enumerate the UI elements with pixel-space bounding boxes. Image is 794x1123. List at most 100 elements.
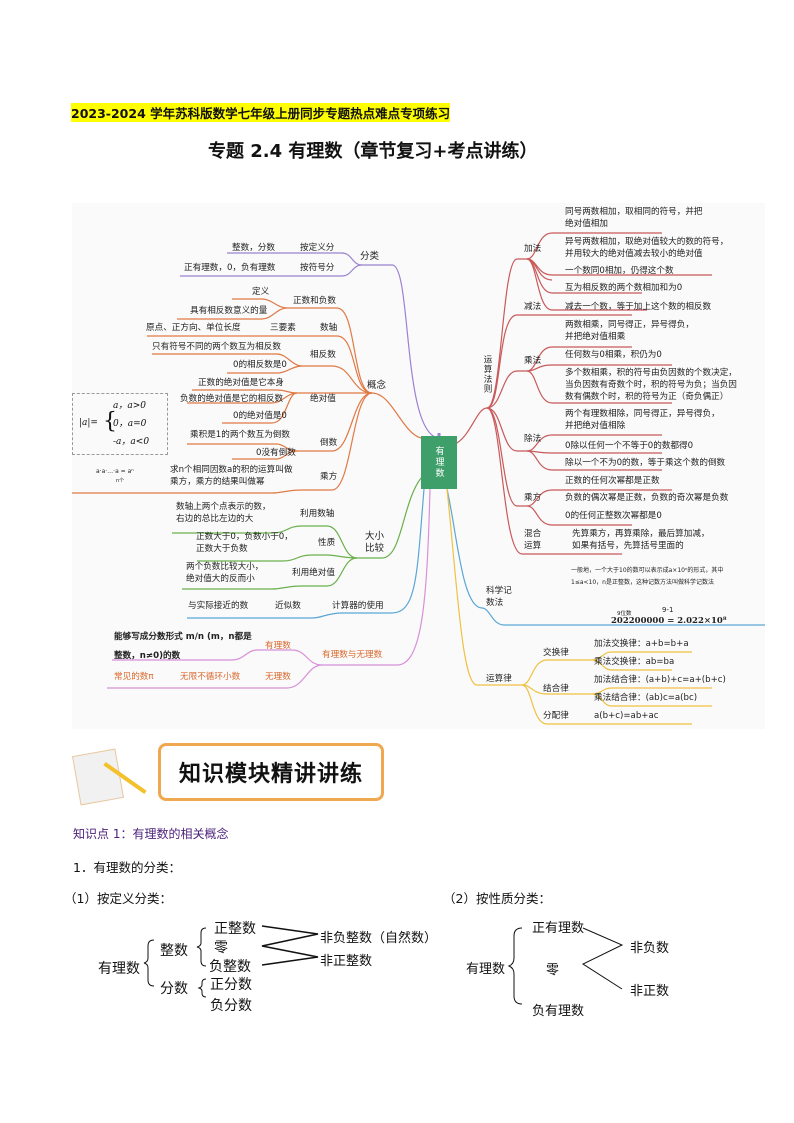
node-reciprocal: 倒数	[320, 438, 338, 448]
node-power-rules: 乘方	[524, 493, 542, 503]
leaf: 数轴上两个点表示的数，	[176, 502, 271, 512]
branch-concept	[72, 298, 422, 494]
def-positive-integer: 正整数	[214, 921, 256, 937]
node-rational: 有理数	[265, 641, 291, 651]
node-concept: 概念	[367, 380, 387, 391]
def-integer: 整数	[160, 943, 188, 959]
node-approx: 近似数	[275, 601, 301, 611]
branch-compare	[172, 477, 422, 590]
node-calculator: 计算器的使用	[332, 601, 384, 611]
branch-calculator	[187, 488, 425, 619]
leaf: 并把绝对值相乘	[565, 332, 626, 342]
node-scientific-notation-2: 数法	[486, 598, 504, 608]
leaf: 加法结合律：(a+b)+c=a+(b+c)	[594, 675, 726, 685]
prop-positive: 正有理数	[532, 921, 585, 936]
node-addition: 加法	[524, 244, 542, 254]
leaf: 正数大于0，负数小于0，	[196, 532, 293, 542]
leaf: 定义	[252, 287, 270, 297]
node-mixed: 混合	[524, 529, 542, 539]
def-nonnegative-integer: 非负整数（自然数）	[320, 931, 438, 946]
branch-operation-rules	[456, 232, 712, 555]
scientific-example: 202200000 = 2.022×10⁸	[611, 616, 727, 626]
leaf: 正数大于负数	[196, 544, 248, 554]
exponent-note: 9-1	[662, 606, 674, 614]
formula: a，a>0	[113, 401, 146, 411]
leaf: 先算乘方，再算乘除，最后算加减，	[572, 529, 710, 539]
node-pos-neg: 正数和负数	[293, 296, 336, 306]
leaf: 乘法交换律：ab=ba	[594, 657, 675, 667]
leaf: 求n个相同因数a的积的运算叫做	[170, 465, 293, 475]
leaf: 0的任何正整数次幂都是0	[565, 511, 662, 521]
property-classification-title: （2）按性质分类：	[443, 891, 551, 906]
leaf: 能够写成分数形式 m/n (m，n都是	[114, 632, 252, 642]
leaf: 具有相反数意义的量	[190, 306, 268, 316]
leaf: 整数，分数	[232, 243, 275, 253]
leaf: 如果有括号，先算括号里面的	[572, 541, 684, 551]
leaf: 除以一个不为0的数，等于乘这个数的倒数	[565, 458, 726, 468]
def-nonpositive-integer: 非正整数	[320, 954, 373, 969]
leaf: 绝对值相加	[565, 219, 608, 229]
power-formula-sub: n个	[116, 478, 125, 484]
node-absolute-value: 绝对值	[310, 394, 336, 404]
prop-nonnegative: 非负数	[630, 941, 670, 956]
prop-nonpositive: 非正数	[630, 984, 670, 999]
node-compare-2: 比较	[365, 543, 385, 554]
leaf: 正有理数，0，负有理数	[184, 263, 276, 273]
leaf: 无限不循环小数	[180, 672, 241, 682]
leaf: 0的绝对值是0	[233, 411, 287, 421]
node-classification: 分类	[360, 251, 380, 262]
abs-formula-box: |a|= { a，a>0 0，a=0 -a，a<0	[72, 393, 168, 455]
node-use-number-line: 利用数轴	[300, 509, 335, 519]
leaf: 并用较大的绝对值减去较小的绝对值	[565, 249, 703, 259]
leaf: 正数的任何次幂都是正数	[565, 476, 660, 486]
leaf: 1≤a<10，n是正整数，这种记数方法叫做科学记数法	[571, 579, 714, 586]
def-root: 有理数	[98, 961, 140, 977]
node-subtraction: 减法	[524, 302, 542, 312]
page-title: 专题 2.4 有理数（章节复习+考点讲练）	[208, 141, 538, 162]
leaf: 互为相反数的两个数相加和为0	[565, 283, 683, 293]
leaf: 减去一个数，等于加上这个数的相反数	[565, 302, 712, 312]
leaf: 负数的偶次幂是正数，负数的奇次幂是负数	[565, 493, 729, 503]
leaf: 并把绝对值相除	[565, 421, 626, 431]
leaf: 乘方，乘方的结果叫做幂	[170, 477, 265, 487]
node-division: 除法	[524, 434, 542, 444]
leaf: 原点、正方向、单位长度	[146, 323, 241, 333]
knowledge-point-heading: 知识点 1：有理数的相关概念	[73, 827, 229, 841]
prop-negative: 负有理数	[532, 1004, 585, 1019]
formula: |a|=	[79, 418, 98, 428]
brace-icon: {	[103, 409, 117, 434]
leaf: 任何数与0相乘，积仍为0	[565, 350, 662, 360]
leaf: 负数的绝对值是它的相反数	[180, 394, 284, 404]
leaf: 两数相乘，同号得正，异号得负，	[565, 320, 694, 330]
mind-map: 有理数 分类 按定义分 整数，分数 按符号分 正有理数，0，负有理数 概念 正数…	[72, 203, 765, 729]
def-fraction: 分数	[160, 981, 188, 997]
node-multiplication: 乘法	[524, 356, 542, 366]
leaf: 一个数同0相加，仍得这个数	[565, 266, 674, 276]
node-mixed-2: 运算	[524, 541, 542, 551]
leaf: 两个负数比较大小，	[186, 562, 264, 572]
def-positive-fraction: 正分数	[210, 977, 252, 993]
node-laws: 运算律	[486, 674, 512, 684]
leaf: 两个有理数相除，同号得正，异号得负，	[565, 409, 720, 419]
leaf: 数有偶数个时，积的符号为正（奇负偶正）	[565, 392, 729, 402]
power-formula: a·a·…·a = aⁿ	[96, 468, 134, 475]
node-power: 乘方	[320, 472, 338, 482]
leaf: 乘法结合律：(ab)c=a(bc)	[594, 693, 698, 703]
leaf: 同号两数相加，取相同的符号，并把	[565, 207, 703, 217]
leaf: 多个数相乘，积的符号由负因数的个数决定，	[565, 368, 737, 378]
prop-zero: 零	[546, 963, 560, 978]
leaf: 右边的总比左边的大	[176, 514, 254, 524]
branch-irrational	[107, 488, 431, 689]
leaf: 正数的绝对值是它本身	[198, 378, 284, 388]
node-by-definition: 按定义分	[300, 243, 335, 253]
series-title: 2023-2024 学年苏科版数学七年级上册同步专题热点难点专项练习	[71, 103, 451, 122]
def-zero: 零	[214, 940, 228, 956]
formula: 0，a=0	[113, 419, 147, 429]
leaf: 只有符号不同的两个数互为相反数	[152, 342, 281, 352]
node-irrational: 无理数	[265, 672, 291, 682]
leaf: 异号两数相加，取绝对值较大的数的符号，	[565, 237, 729, 247]
leaf: 当负因数有奇数个时，积的符号为负；当负因	[565, 380, 737, 390]
node-rational-irrational: 有理数与无理数	[322, 650, 383, 660]
item-heading: 1．有理数的分类：	[73, 860, 181, 875]
node-distributive: 分配律	[543, 711, 569, 721]
